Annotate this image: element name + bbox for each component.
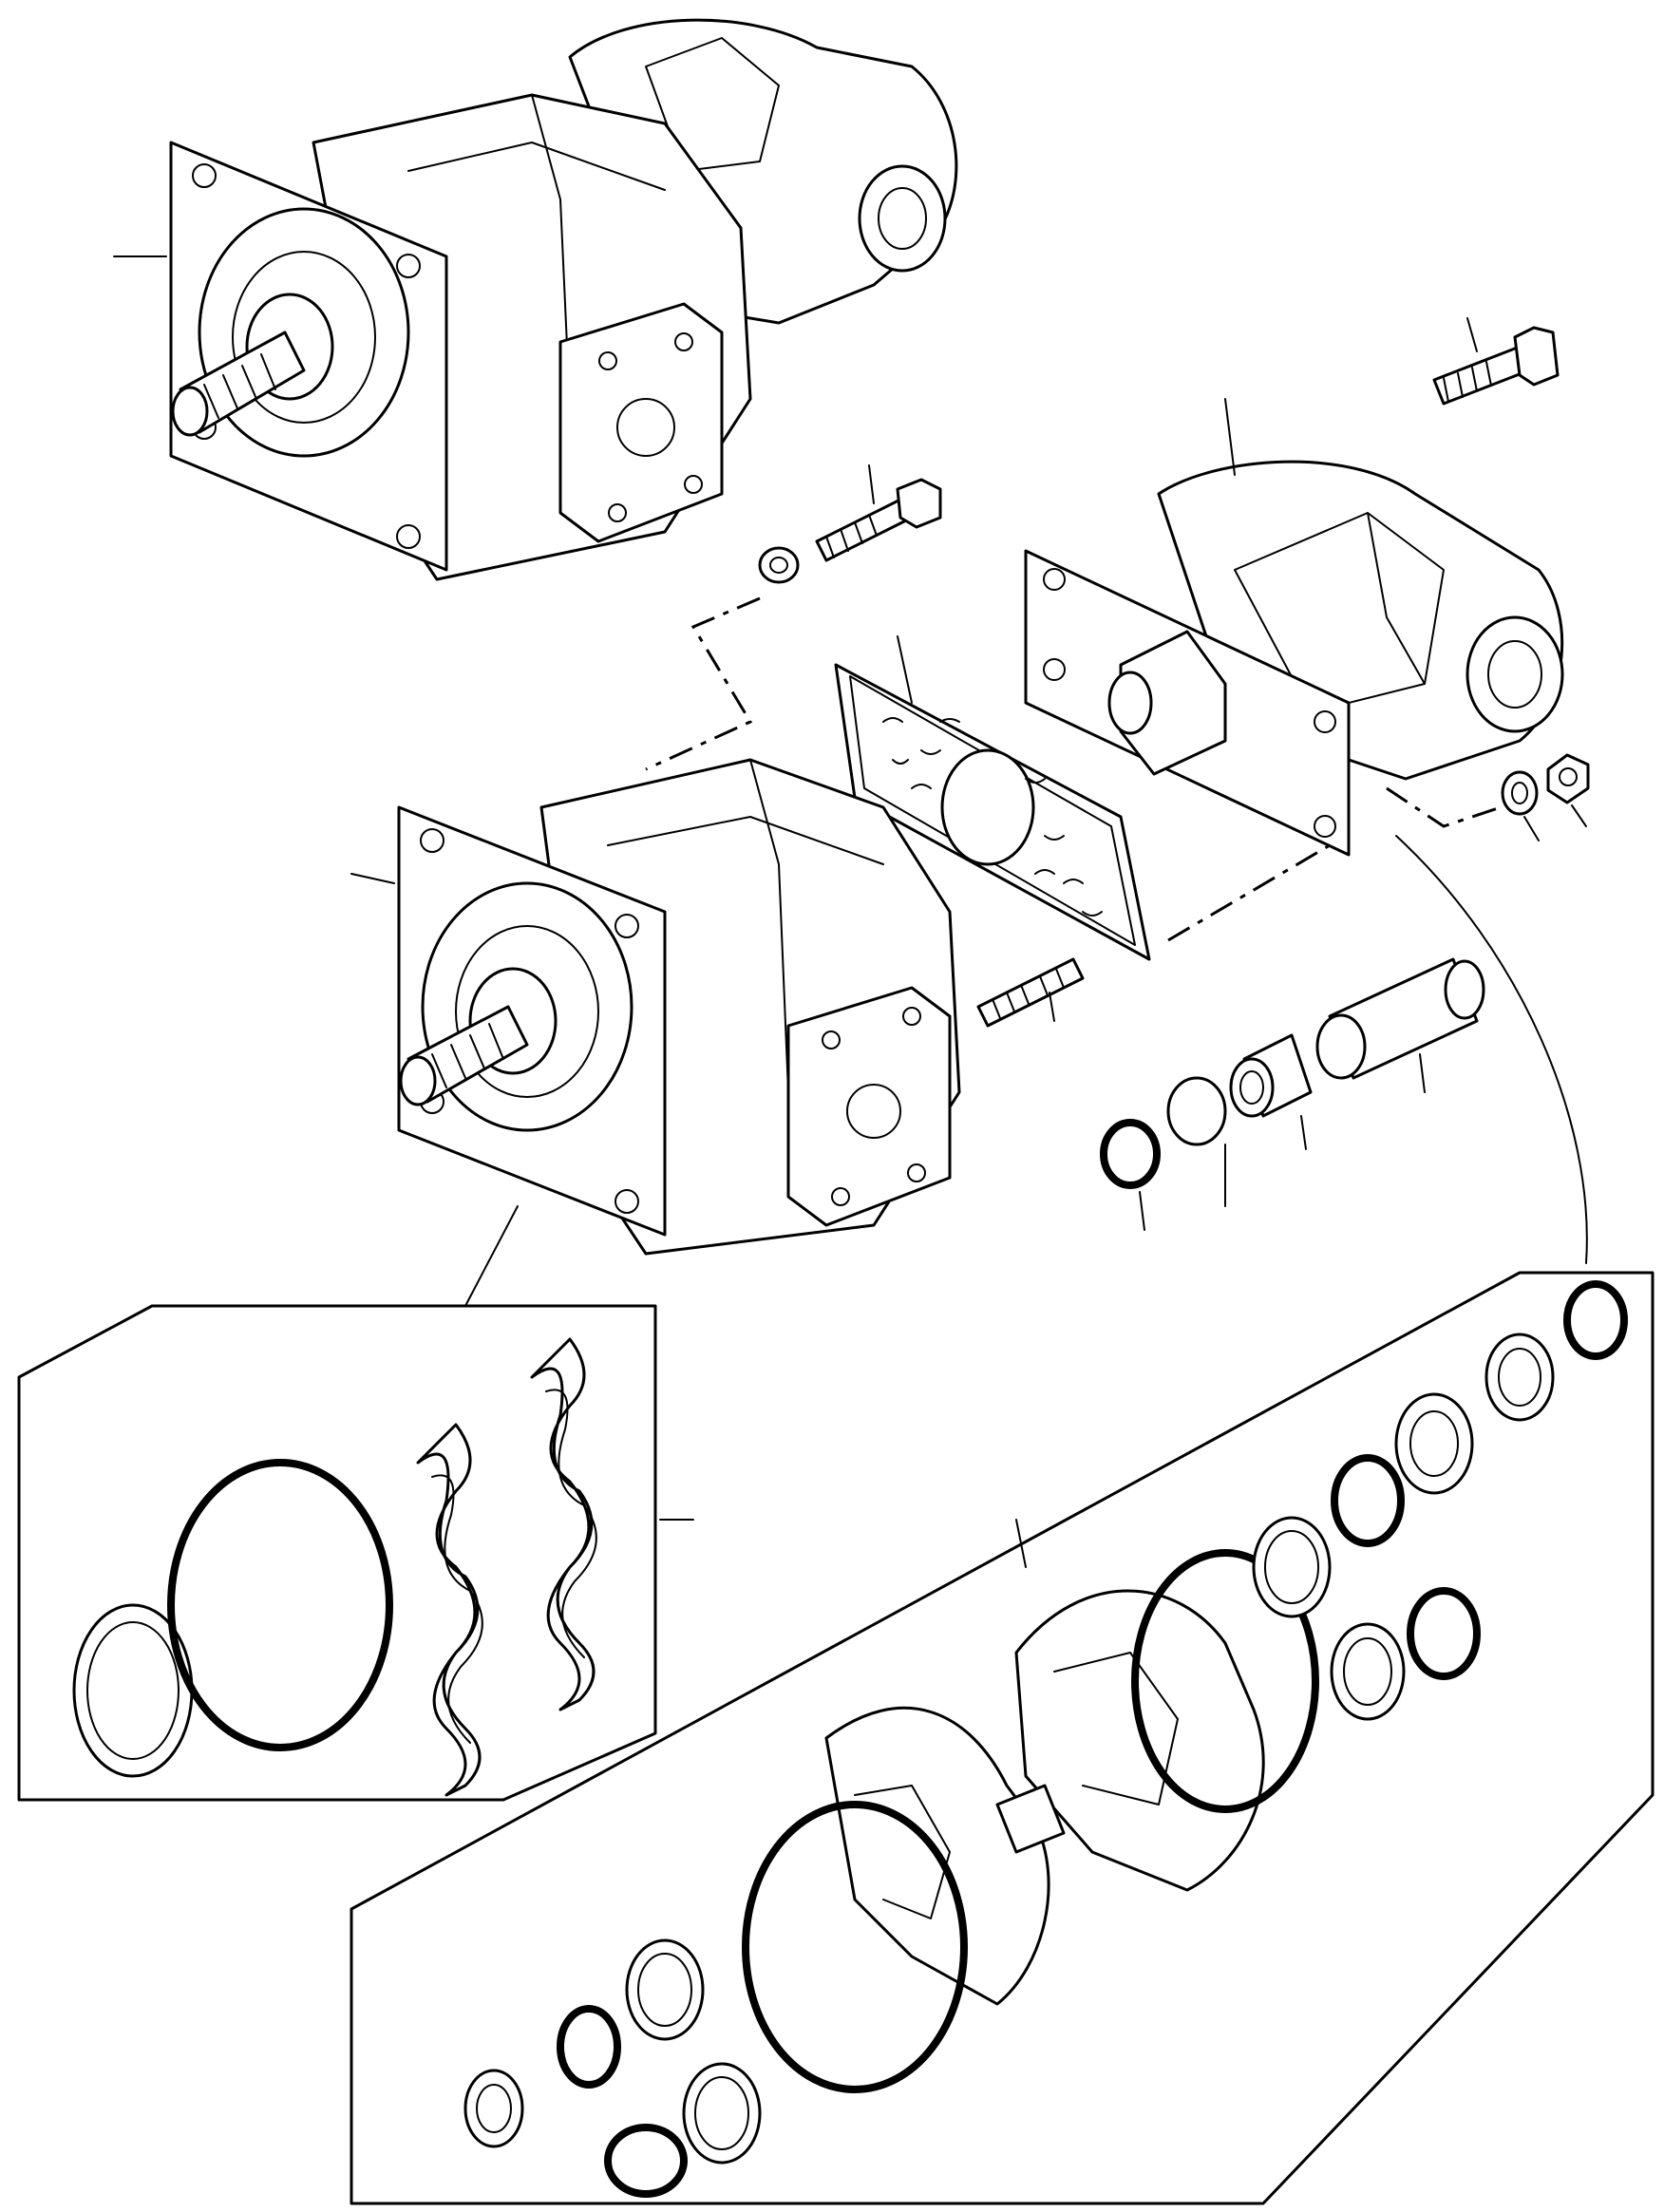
nut bbox=[1546, 753, 1590, 827]
leader-line bbox=[1395, 835, 1588, 1264]
gasket bbox=[834, 635, 1151, 961]
lock-washer bbox=[1501, 770, 1540, 841]
pump-front-section bbox=[350, 758, 961, 1256]
rear-seal-kit bbox=[350, 1271, 1655, 2205]
bushing bbox=[1229, 1033, 1313, 1150]
coupling-sleeve bbox=[1315, 957, 1485, 1093]
alignment-line bbox=[1167, 843, 1331, 942]
alignment-line bbox=[645, 596, 761, 771]
front-seal-kit bbox=[17, 1205, 694, 1802]
stud bbox=[976, 957, 1085, 1028]
pump-rear-section bbox=[1024, 398, 1564, 857]
lock-washer bbox=[758, 546, 800, 584]
assembled-double-pump bbox=[113, 18, 958, 581]
cap-screw bbox=[1432, 317, 1560, 406]
alignment-line bbox=[1386, 786, 1502, 828]
plug bbox=[1166, 1076, 1227, 1207]
cap-screw bbox=[815, 464, 942, 562]
snap-ring bbox=[1100, 1119, 1161, 1231]
